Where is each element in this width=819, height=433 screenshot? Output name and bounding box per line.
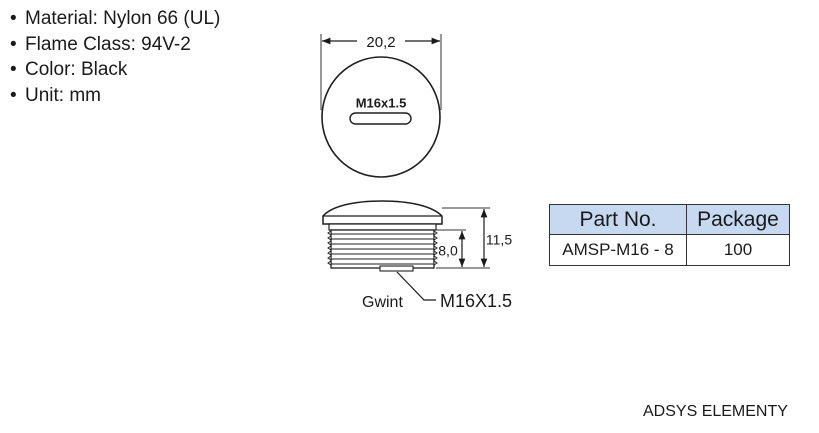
brand-label: ADSYS ELEMENTY: [643, 403, 788, 420]
spec-material-text: Material: Nylon 66 (UL): [25, 8, 221, 29]
spec-flame-class-text: Flame Class: 94V-2: [25, 33, 191, 55]
thread-spec: M16X1.5: [440, 291, 512, 311]
screwdriver-slot: [349, 112, 412, 125]
thread-crests: [327, 230, 438, 266]
top-view: 20,2 M16x1.5: [320, 34, 442, 178]
spec-item-material: • Material: Nylon 66 (UL): [10, 6, 220, 32]
thread-lines: [331, 233, 434, 265]
cell-part-no: AMSP-M16 - 8: [549, 234, 687, 266]
spec-unit-text: Unit: mm: [25, 84, 101, 106]
bottom-tab: [379, 265, 414, 272]
thread-length-label: 8,0: [438, 243, 458, 259]
cap-neck: [328, 223, 437, 231]
table-row: AMSP-M16 - 8 100: [549, 234, 790, 266]
thread-caption: Gwint: [362, 294, 403, 311]
bullet: •: [10, 59, 17, 80]
thread-leader-line: [396, 271, 436, 301]
diameter-label: 20,2: [366, 34, 395, 51]
cap-dome: [322, 200, 443, 225]
bullet: •: [10, 8, 17, 29]
bullet: •: [10, 33, 17, 55]
bullet: •: [10, 84, 17, 106]
cap-marking-text: M16x1.5: [356, 95, 407, 110]
spec-list: • Material: Nylon 66 (UL) • Flame Class: 9…: [10, 6, 220, 108]
header-part-no: Part No.: [549, 204, 687, 235]
spec-item-color: • Color: Black: [10, 57, 220, 83]
spec-item-unit: • Unit: mm: [10, 83, 220, 109]
spec-item-flame-class: • Flame Class: 94V-2: [10, 32, 220, 58]
header-package: Package: [686, 204, 790, 235]
cell-package: 100: [686, 234, 790, 266]
table-header-row: Part No. Package: [549, 204, 790, 235]
side-view: 11,5 8,0 Gwint M16X1.5: [322, 200, 512, 311]
spec-color-text: Color: Black: [25, 59, 128, 80]
total-height-label: 11,5: [486, 232, 512, 248]
parts-table: Part No. Package AMSP-M16 - 8 100: [549, 204, 790, 266]
